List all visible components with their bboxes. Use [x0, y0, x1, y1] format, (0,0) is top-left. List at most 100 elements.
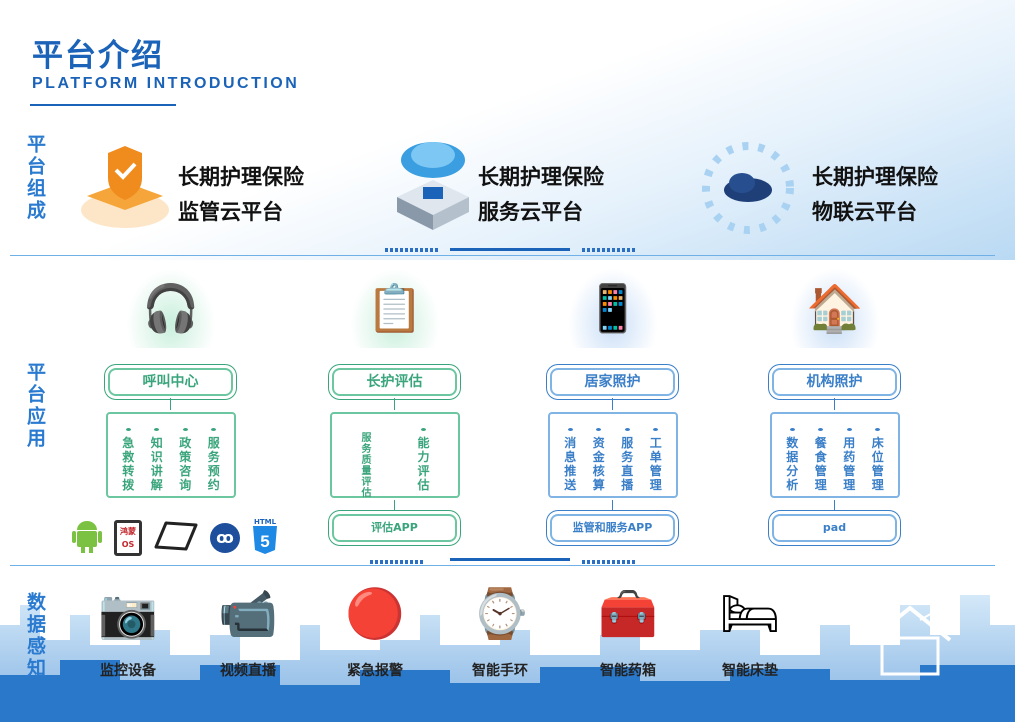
arrow-down-icon	[834, 398, 835, 410]
mini-program-icon: ꝏ	[210, 523, 240, 553]
assessment-document-icon: 📋	[350, 268, 440, 348]
feature-item: 服务质量评估	[360, 428, 374, 499]
feature-item: 消息推送	[563, 428, 577, 492]
feature-label: 用药管理	[843, 436, 856, 492]
bullet-dot	[182, 428, 188, 431]
shield-icon	[78, 138, 173, 237]
section-label-composition: 平台组成	[24, 134, 46, 222]
app-title-button[interactable]: 呼叫中心	[108, 368, 233, 396]
feature-item: 知识讲解	[150, 428, 164, 492]
feature-label: 餐食管理	[814, 436, 827, 492]
feature-item: 餐食管理	[814, 428, 828, 492]
smart-band-icon: ⌚	[470, 586, 530, 642]
feature-label: 服务质量评估	[361, 433, 372, 499]
smart-mattress-icon: 🛏	[719, 586, 781, 642]
mobile-user-icon: 📱	[568, 268, 658, 348]
app-feature-box: 数据分析 餐食管理 用药管理 床位管理	[770, 412, 900, 498]
feature-item: 工单管理	[649, 428, 663, 492]
feature-label: 政策咨询	[179, 436, 192, 492]
app-title-button[interactable]: 居家照护	[550, 368, 675, 396]
bullet-dot	[875, 428, 881, 431]
device-label: 紧急报警	[347, 663, 403, 679]
feature-item: 数据分析	[785, 428, 799, 492]
bullet-dot	[818, 428, 824, 431]
platform-line2: 服务云平台	[478, 200, 583, 224]
app-feature-box: 服务质量评估 能力评估	[330, 412, 460, 499]
platform-supervision[interactable]: 长期护理保险监管云平台	[178, 160, 304, 230]
bullet-dot	[421, 428, 426, 431]
header-background	[0, 0, 1015, 260]
feature-label: 资金核算	[592, 436, 605, 492]
feature-label: 能力评估	[417, 436, 430, 492]
platform-line2: 监管云平台	[178, 200, 283, 224]
smart-home-icon	[860, 599, 970, 684]
arrow-down-icon	[170, 398, 171, 410]
video-camera-icon: 📹	[218, 586, 278, 642]
bullet-dot	[211, 428, 217, 431]
arrow-down-icon	[834, 500, 835, 512]
app-output-button[interactable]: 评估APP	[332, 514, 457, 542]
bullet-dot	[596, 428, 602, 431]
app-title-button[interactable]: 机构照护	[772, 368, 897, 396]
divider-bar	[450, 558, 570, 561]
title-underline	[30, 104, 176, 106]
page-title: 平台介绍	[32, 38, 164, 74]
bullet-dot	[624, 428, 630, 431]
feature-label: 工单管理	[649, 436, 662, 492]
device-label: 智能床垫	[722, 663, 778, 679]
bullet-dot	[653, 428, 659, 431]
bullet-dot	[846, 428, 852, 431]
platform-line2: 物联云平台	[812, 200, 917, 224]
feature-item: 资金核算	[592, 428, 606, 492]
divider-dash	[385, 248, 440, 252]
feature-item: 服务直播	[620, 428, 634, 492]
platform-line1: 长期护理保险	[812, 165, 938, 189]
divider-line	[10, 565, 995, 566]
care-home-icon: 🏠	[790, 268, 880, 348]
feature-item: 能力评估	[417, 428, 431, 492]
device-label: 智能药箱	[600, 663, 656, 679]
cloud-server-icon	[393, 135, 473, 239]
feature-label: 急救转拨	[122, 436, 135, 492]
platform-line1: 长期护理保险	[178, 165, 304, 189]
app-feature-box: 消息推送 资金核算 服务直播 工单管理	[548, 412, 678, 498]
divider-dash	[370, 560, 425, 564]
app-output-button[interactable]: 监管和服务APP	[550, 514, 675, 542]
section-label-application: 平台应用	[24, 362, 46, 450]
app-title-button[interactable]: 长护评估	[332, 368, 457, 396]
platform-iot[interactable]: 长期护理保险物联云平台	[812, 160, 938, 230]
divider-line	[10, 255, 995, 256]
arrow-down-icon	[394, 500, 395, 512]
headset-agent-icon: 🎧	[126, 268, 216, 348]
device-label: 视频直播	[220, 663, 276, 679]
feature-label: 数据分析	[786, 436, 799, 492]
feature-item: 床位管理	[871, 428, 885, 492]
harmony-os-icon: 鸿蒙 OS	[114, 520, 142, 556]
arrow-down-icon	[394, 398, 395, 410]
divider-bar	[450, 248, 570, 251]
device-label: 智能手环	[472, 663, 528, 679]
feature-label: 消息推送	[564, 436, 577, 492]
feature-item: 急救转拨	[121, 428, 135, 492]
feature-label: 服务直播	[621, 436, 634, 492]
bullet-dot	[567, 428, 573, 431]
feature-label: 知识讲解	[150, 436, 163, 492]
city-skyline-background	[0, 595, 1015, 722]
app-feature-box: 急救转拨 知识讲解 政策咨询 服务预约	[106, 412, 236, 498]
device-label: 监控设备	[100, 663, 156, 679]
medicine-box-icon: 🧰	[598, 586, 658, 642]
app-output-button[interactable]: pad	[772, 514, 897, 542]
emergency-button-icon: 🔴	[345, 586, 405, 642]
bullet-dot	[154, 428, 160, 431]
divider-dash	[582, 560, 637, 564]
bullet-dot	[125, 428, 131, 431]
feature-label: 床位管理	[871, 436, 884, 492]
bullet-dot	[789, 428, 795, 431]
surveillance-camera-icon: 📷	[98, 586, 158, 642]
platform-service[interactable]: 长期护理保险服务云平台	[478, 160, 604, 230]
feature-item: 用药管理	[842, 428, 856, 492]
feature-label: 服务预约	[207, 436, 220, 492]
feature-item: 政策咨询	[178, 428, 192, 492]
